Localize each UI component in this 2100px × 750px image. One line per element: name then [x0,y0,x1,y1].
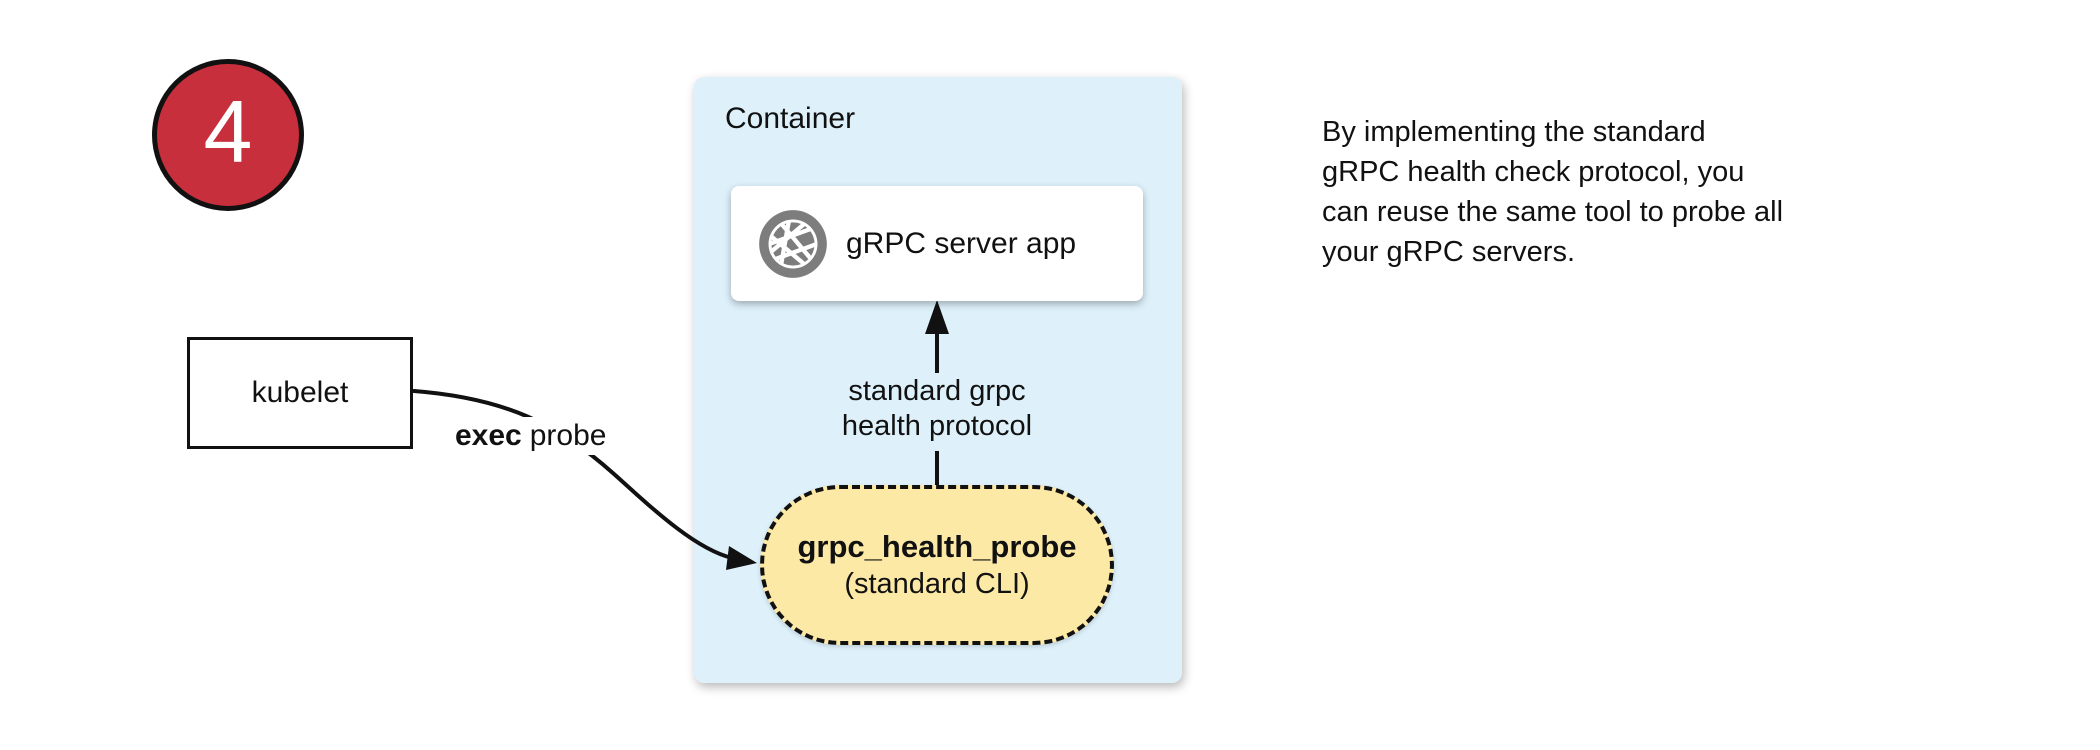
step-number: 4 [203,82,253,181]
grpc-server-label: gRPC server app [846,226,1077,260]
exec-probe-label-bold: exec [455,419,522,452]
health-protocol-label: standard grpc health protocol [841,375,1033,442]
note-text: By implementing the standard gRPC health… [1322,116,1784,268]
probe-pill-title: grpc_health_probe [797,529,1077,564]
probe-pill-subtitle: (standard CLI) [844,568,1030,600]
grpc-server-box: gRPC server app [731,186,1143,301]
aperture-icon [759,209,827,278]
kubelet-label: kubelet [251,376,349,409]
exec-probe-label-rest: probe [529,419,607,452]
kubelet-box: kubelet [187,337,413,449]
grpc-health-probe-pill: grpc_health_probe (standard CLI) [760,485,1114,645]
container-title: Container [725,102,856,135]
step-badge: 4 [152,59,304,211]
